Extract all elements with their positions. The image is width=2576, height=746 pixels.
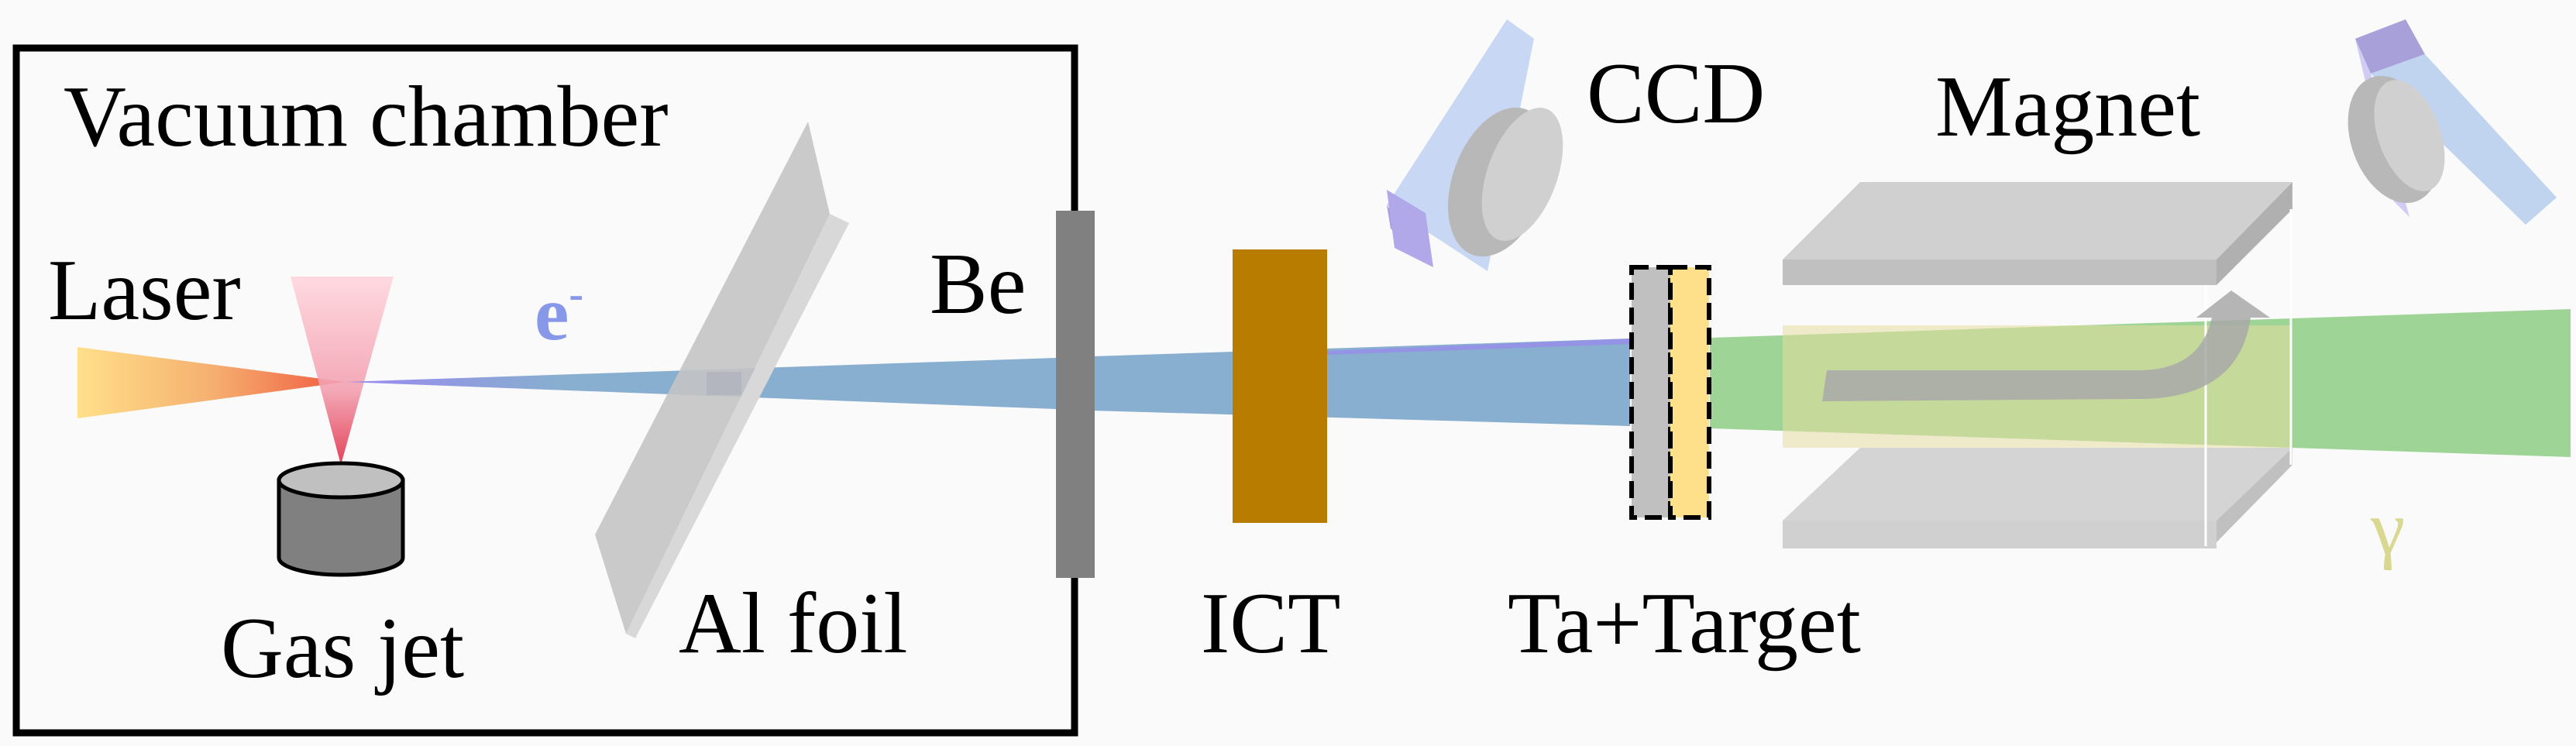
ict-monitor [1233,249,1327,523]
laser-label: Laser [48,242,241,339]
al-foil [595,122,849,638]
al-foil-label: Al foil [679,576,908,672]
be-label: Be [930,236,1026,332]
be-window [1056,211,1095,578]
vacuum-chamber-label: Vacuum chamber [64,69,669,165]
magnet [1783,182,2292,548]
ta-target [1629,265,1711,520]
gamma-label: γ [2370,485,2405,571]
electron-beam-edge [1327,339,1630,355]
gas-jet-cone [291,277,394,465]
electron-label: e- [535,270,583,356]
ccd-camera-1 [1387,19,1563,271]
ta-target-label: Ta+Target [1508,576,1861,672]
electron-beam-2 [1092,339,1630,426]
gas-jet-nozzle [277,461,405,577]
ccd-label: CCD [1587,46,1765,142]
laser-beam [77,347,346,418]
magnet-label: Magnet [1935,59,2200,155]
deflection-arrow [1822,290,2270,401]
ict-label: ICT [1201,576,1340,672]
gas-jet-label: Gas jet [221,600,464,696]
ccd-camera-2 [2347,19,2557,225]
